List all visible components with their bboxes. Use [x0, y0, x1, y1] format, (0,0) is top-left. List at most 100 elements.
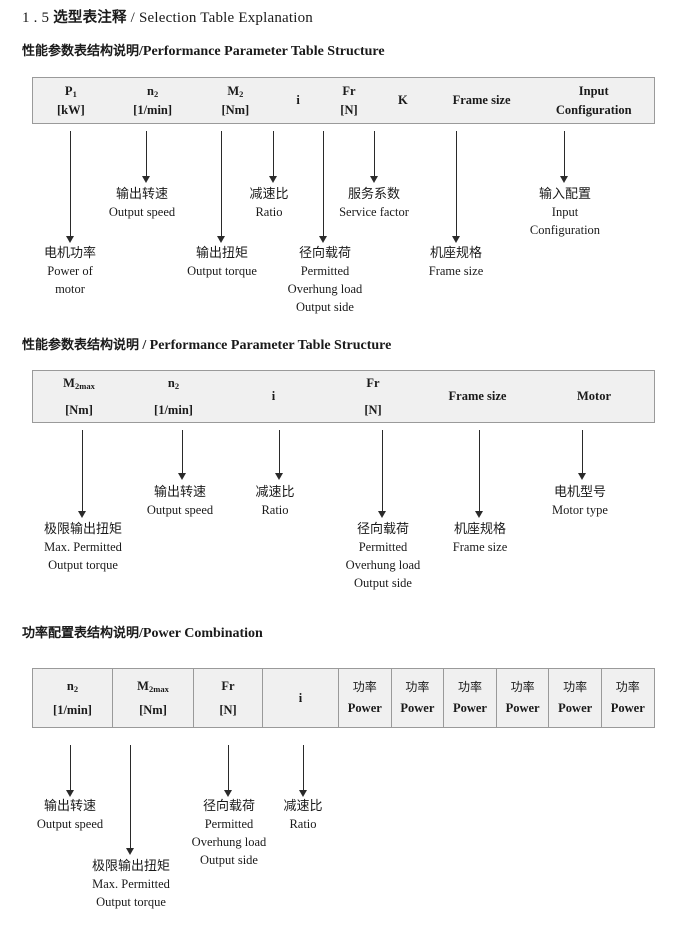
performance-parameter-table-2: M2max [Nm] n2 [1/min] i Fr [N] Frame siz… [32, 370, 655, 423]
callout-label-overhung-load-2: 径向载荷 Permitted Overhung load Output side [330, 521, 436, 593]
table-3-power-6-en: Power [610, 701, 645, 716]
table-1-fr-symbol: Fr [342, 84, 356, 99]
callout-label-max-permitted-en2: Output torque [48, 558, 118, 573]
callout-label-service-factor-cn: 服务系数 [347, 187, 400, 202]
callout-arrow-max-permitted-output-torque [78, 430, 87, 518]
section-number: 1 . 5 [22, 10, 50, 26]
callout-label-output-speed-2-cn: 输出转速 [153, 485, 206, 500]
table-2-n2-symbol: n [167, 376, 175, 391]
callout-label-power-of-motor-en1: Power of [47, 264, 93, 279]
table-3-n2-unit: [1/min] [53, 702, 92, 717]
section-1-heading-english: Performance Parameter Table Structure [142, 44, 385, 59]
table-3-power-6-cn: 功率 [615, 679, 640, 694]
table-1-p1-subscript: 1 [72, 89, 77, 100]
table-1-input-symbol: Input [578, 84, 609, 99]
table-3-i-symbol: i [298, 690, 303, 705]
table-3-column-i: i [262, 669, 338, 727]
table-1-n2-subscript: 2 [153, 89, 159, 100]
callout-label-output-speed-en: Output speed [108, 205, 176, 220]
table-1-p1-unit: [kW] [56, 102, 85, 117]
table-2-column-frame-size: Frame size [421, 371, 534, 422]
table-1-column-p1: P1 [kW] [33, 78, 109, 123]
callout-label-output-speed-cn: 输出转速 [115, 187, 168, 202]
callout-label-frame-size-cn: 机座规格 [429, 246, 482, 261]
callout-label-overhung-load-3-en3: Output side [200, 852, 258, 867]
callout-arrow-output-speed [142, 131, 151, 183]
section-2-heading-english: Performance Parameter Table Structure [149, 338, 392, 353]
table-1-i-symbol: i [296, 93, 300, 108]
power-combination-table: n2 [1/min] M2max [Nm] Fr [N] i 功率 Power … [32, 668, 655, 728]
callout-arrow-ratio-3 [299, 745, 308, 797]
callout-label-power-of-motor-en2: motor [55, 282, 85, 297]
table-3-power-5-cn: 功率 [563, 679, 588, 694]
callout-label-ratio-2-cn: 减速比 [255, 485, 295, 500]
callout-arrow-ratio-2 [275, 430, 284, 480]
table-1-input-unit: Configuration [555, 102, 632, 117]
callout-label-max-permitted-output-torque-3: 极限输出扭矩 Max. Permitted Output torque [72, 858, 190, 912]
callout-arrow-motor-type [578, 430, 587, 480]
callout-arrow-output-speed-3 [66, 745, 75, 797]
callout-label-ratio: 减速比 Ratio [234, 186, 304, 222]
callout-arrow-input-configuration [560, 131, 569, 183]
callout-label-frame-size-2-en: Frame size [452, 540, 508, 555]
callout-label-service-factor: 服务系数 Service factor [324, 186, 424, 222]
table-2-m2max-unit: [Nm] [65, 402, 93, 417]
table-1-column-input-configuration: Input Configuration [533, 78, 654, 123]
table-1-fr-unit: [N] [340, 102, 358, 117]
callout-label-overhung-load-3-cn: 径向载荷 [202, 799, 255, 814]
callout-label-output-speed-3-en: Output speed [36, 817, 104, 832]
page-title-chinese: 选型表注释 [53, 10, 127, 26]
callout-label-power-of-motor-cn: 电机功率 [43, 246, 96, 261]
table-3-power-2-cn: 功率 [405, 679, 430, 694]
callout-label-max-permitted-3-en2: Output torque [96, 895, 166, 910]
callout-label-ratio-2-en: Ratio [261, 503, 289, 518]
table-1-m2-symbol: M [227, 84, 240, 99]
callout-label-overhung-load-en2: Overhung load [287, 282, 363, 297]
callout-label-output-torque-en: Output torque [187, 264, 257, 279]
table-3-power-2-en: Power [400, 701, 435, 716]
callout-label-overhung-load: 径向载荷 Permitted Overhung load Output side [272, 245, 378, 317]
table-1-p1-symbol: P [64, 84, 73, 99]
table-2-m2max-symbol: M [63, 376, 75, 391]
callout-label-service-factor-en: Service factor [339, 205, 409, 220]
callout-label-overhung-load-2-en2: Overhung load [345, 558, 421, 573]
callout-label-overhung-load-en1: Permitted [300, 264, 350, 279]
section-2-heading: 性能参数表结构说明 / Performance Parameter Table … [22, 334, 391, 354]
callout-label-overhung-load-3: 径向载荷 Permitted Overhung load Output side [176, 798, 282, 870]
table-3-power-1-cn: 功率 [352, 679, 377, 694]
table-1-n2-unit: [1/min] [133, 102, 173, 117]
callout-label-max-permitted-output-torque: 极限输出扭矩 Max. Permitted Output torque [24, 521, 142, 575]
table-2-column-fr: Fr [N] [325, 371, 421, 422]
table-3-column-power-5: 功率 Power [548, 669, 601, 727]
callout-label-max-permitted-cn: 极限输出扭矩 [43, 522, 122, 537]
table-3-fr-unit: [N] [219, 702, 237, 717]
table-2-frame-size-symbol: Frame size [448, 389, 507, 404]
callout-label-motor-type-cn: 电机型号 [553, 485, 606, 500]
callout-label-output-speed-3-cn: 输出转速 [43, 799, 96, 814]
callout-label-ratio-en: Ratio [255, 205, 283, 220]
callout-label-output-speed-2-en: Output speed [146, 503, 214, 518]
table-3-n2-symbol: n [66, 679, 74, 694]
table-3-column-m2max: M2max [Nm] [112, 669, 193, 727]
table-3-m2max-symbol: M [137, 679, 149, 694]
table-1-k-symbol: K [397, 93, 408, 108]
table-3-power-4-en: Power [505, 701, 540, 716]
table-2-m2max-subscript: 2max [74, 381, 95, 392]
callout-label-overhung-load-2-en3: Output side [354, 575, 412, 590]
callout-arrow-permitted-overhung-load [319, 131, 328, 243]
table-3-fr-symbol: Fr [221, 679, 235, 694]
callout-label-input-configuration-en2: Configuration [529, 223, 601, 238]
section-3-heading-english: Power Combination [142, 626, 263, 641]
table-1-column-k: K [376, 78, 430, 123]
table-1-m2-unit: [Nm] [221, 102, 250, 117]
callout-arrow-frame-size [452, 131, 461, 243]
callout-label-frame-size-2-cn: 机座规格 [453, 522, 506, 537]
table-1-column-fr: Fr [N] [322, 78, 376, 123]
page-title-english: Selection Table Explanation [138, 10, 314, 26]
table-1-column-n2: n2 [1/min] [109, 78, 197, 123]
table-1-column-frame-size: Frame size [430, 78, 534, 123]
table-3-column-power-6: 功率 Power [600, 669, 654, 727]
table-3-power-1-en: Power [347, 701, 382, 716]
section-1-heading: 性能参数表结构说明/Performance Parameter Table St… [22, 40, 385, 60]
table-3-m2max-unit: [Nm] [139, 702, 167, 717]
